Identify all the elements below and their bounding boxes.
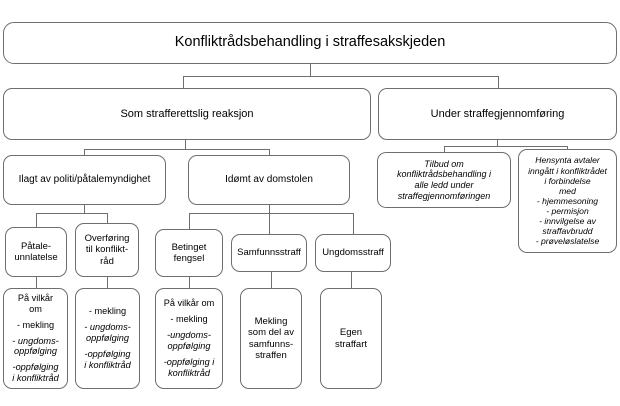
connector-to-right-branch [498, 76, 499, 88]
node-consider-agreements: Hensynta avtaler inngått i konfliktrådet… [518, 149, 617, 253]
agreements-line-4: med [559, 185, 576, 196]
connector-to-suspended [189, 213, 190, 229]
connector-to-left-branch [183, 76, 184, 88]
waiver-line-2: unnlatelse [14, 252, 58, 263]
connector-waiver-to-conditions [36, 277, 37, 288]
suspended-conditions-item-2b: oppfølging [167, 341, 211, 351]
node-during-execution: Under straffegjennomføring [378, 88, 617, 140]
agreements-line-3: i forbindelse [544, 175, 591, 186]
agreements-item-1: - hjemmesoning [536, 195, 599, 206]
connector-police-down [84, 205, 85, 213]
suspended-conditions-item-2a: -ungdoms- [167, 330, 211, 341]
connector-to-waiver [36, 213, 37, 227]
node-imposed-by-police: Ilagt av politi/påtalemyndighet [3, 155, 166, 205]
youth-content-line-2: straffart [334, 338, 368, 350]
waiver-conditions-item-2a: - ungdoms- [12, 335, 59, 346]
suspended-line-1: Betinget [171, 241, 207, 253]
node-youth-content: Egen straffart [320, 288, 382, 389]
offer-line-4: straffegjennomføringen [397, 190, 491, 201]
criminal-reaction-label: Som strafferettslig reaksjon [120, 107, 254, 120]
node-transfer-content: - mekling - ungdoms- oppfølging -oppfølg… [75, 288, 140, 389]
transfer-content-item-1: - mekling [88, 306, 127, 317]
waiver-conditions-item-3b: i konfliktråd [12, 373, 59, 384]
transfer-content-item-2a: - ungdoms- [84, 322, 131, 333]
offer-line-1: Tilbud om [424, 158, 464, 169]
node-offer-mediation: Tilbud om konfliktrådsbehandling i alle … [377, 152, 511, 208]
connector-right1-horizontal [444, 146, 568, 147]
node-waiver-conditions: På vilkår om - mekling - ungdoms- oppføl… [3, 288, 68, 389]
node-community-content: Mekling som del av samfunns- straffen [240, 288, 302, 389]
agreements-item-3: - innvilgelse av [539, 216, 596, 227]
community-content-line-1: Mekling [254, 316, 288, 328]
connector-left1-down [185, 140, 186, 149]
offer-line-2: konfliktrådsbehandling i [396, 169, 492, 180]
node-transfer-to-mediation: Overføring til konflikt- råd [75, 223, 139, 277]
node-prosecution-waiver: Påtale- unnlatelse [5, 227, 67, 277]
connector-to-community [269, 213, 270, 234]
connector-to-agreements [567, 146, 568, 150]
connector-to-youth [353, 213, 354, 234]
waiver-conditions-item-2b: oppfølging [14, 346, 57, 357]
agreements-line-1: Hensynta avtaler [535, 155, 600, 166]
suspended-conditions-item-1: - mekling [170, 314, 208, 325]
waiver-line-1: Påtale- [20, 240, 52, 252]
during-execution-label: Under straffegjennomføring [430, 107, 565, 120]
imposed-by-police-label: Ilagt av politi/påtalemyndighet [18, 174, 151, 186]
connector-root-horizontal [183, 76, 499, 77]
transfer-content-item-2b: oppfølging [86, 333, 129, 344]
transfer-content-item-3b: i konfliktråd [84, 359, 131, 370]
node-community-sentence: Samfunnsstraff [231, 234, 307, 272]
root-title-text: Konfliktrådsbehandling i straffesakskjed… [174, 34, 446, 51]
transfer-line-3: råd [100, 255, 114, 267]
connector-suspended-to-conditions [189, 277, 190, 288]
connector-police-horizontal [36, 213, 108, 214]
community-content-line-3: samfunns- [248, 338, 294, 350]
waiver-conditions-heading-1: På vilkår [17, 292, 54, 303]
connector-to-transfer [107, 213, 108, 223]
waiver-conditions-item-1: - mekling [16, 319, 55, 330]
youth-content-line-1: Egen [339, 327, 363, 339]
connector-root-down [310, 64, 311, 76]
connector-transfer-to-content [107, 277, 108, 288]
transfer-line-1: Overføring [84, 233, 130, 245]
community-content-line-2: som del av [248, 327, 294, 339]
community-sentence-label: Samfunnsstraff [237, 247, 301, 259]
connector-court-horizontal [189, 213, 353, 214]
suspended-conditions-item-3b: konfliktråd [168, 367, 210, 378]
sentenced-by-court-label: Idømt av domstolen [225, 174, 313, 186]
transfer-line-2: til konflikt- [85, 244, 129, 256]
transfer-content-item-3a: -oppfølging [84, 348, 131, 359]
connector-to-offer [444, 146, 445, 152]
connector-left1-horizontal [84, 149, 269, 150]
node-youth-sentence: Ungdomsstraff [315, 234, 391, 272]
node-suspended-conditions: På vilkår om - mekling -ungdoms- oppfølg… [155, 288, 223, 389]
youth-sentence-label: Ungdomsstraff [322, 247, 384, 259]
community-content-line-4: straffen [255, 349, 287, 361]
connector-community-to-content [271, 272, 272, 288]
node-sentenced-by-court: Idømt av domstolen [188, 155, 350, 205]
agreements-line-2: inngått i konfliktrådet [528, 165, 607, 176]
agreements-item-5: - prøveløslatelse [535, 236, 600, 247]
node-root-title: Konfliktrådsbehandling i straffesakskjed… [3, 22, 617, 64]
suspended-line-2: fengsel [173, 253, 205, 264]
waiver-conditions-heading-2: om [29, 303, 42, 314]
connector-youth-to-content [351, 272, 352, 288]
offer-line-3: alle ledd under [414, 180, 474, 190]
agreements-item-2: - permisjon [546, 206, 589, 217]
agreements-item-4: straffavbrudd [542, 226, 593, 237]
suspended-conditions-item-3a: -oppfølging i [163, 356, 215, 367]
node-suspended-sentence: Betinget fengsel [155, 229, 223, 277]
suspended-conditions-heading: På vilkår om [163, 298, 215, 309]
connector-court-down [269, 205, 270, 213]
connector-to-court [269, 149, 270, 155]
waiver-conditions-item-3a: -oppfølging [12, 362, 59, 373]
connector-right1-down [497, 140, 498, 146]
connector-to-police [84, 149, 85, 155]
node-criminal-reaction: Som strafferettslig reaksjon [3, 88, 371, 140]
